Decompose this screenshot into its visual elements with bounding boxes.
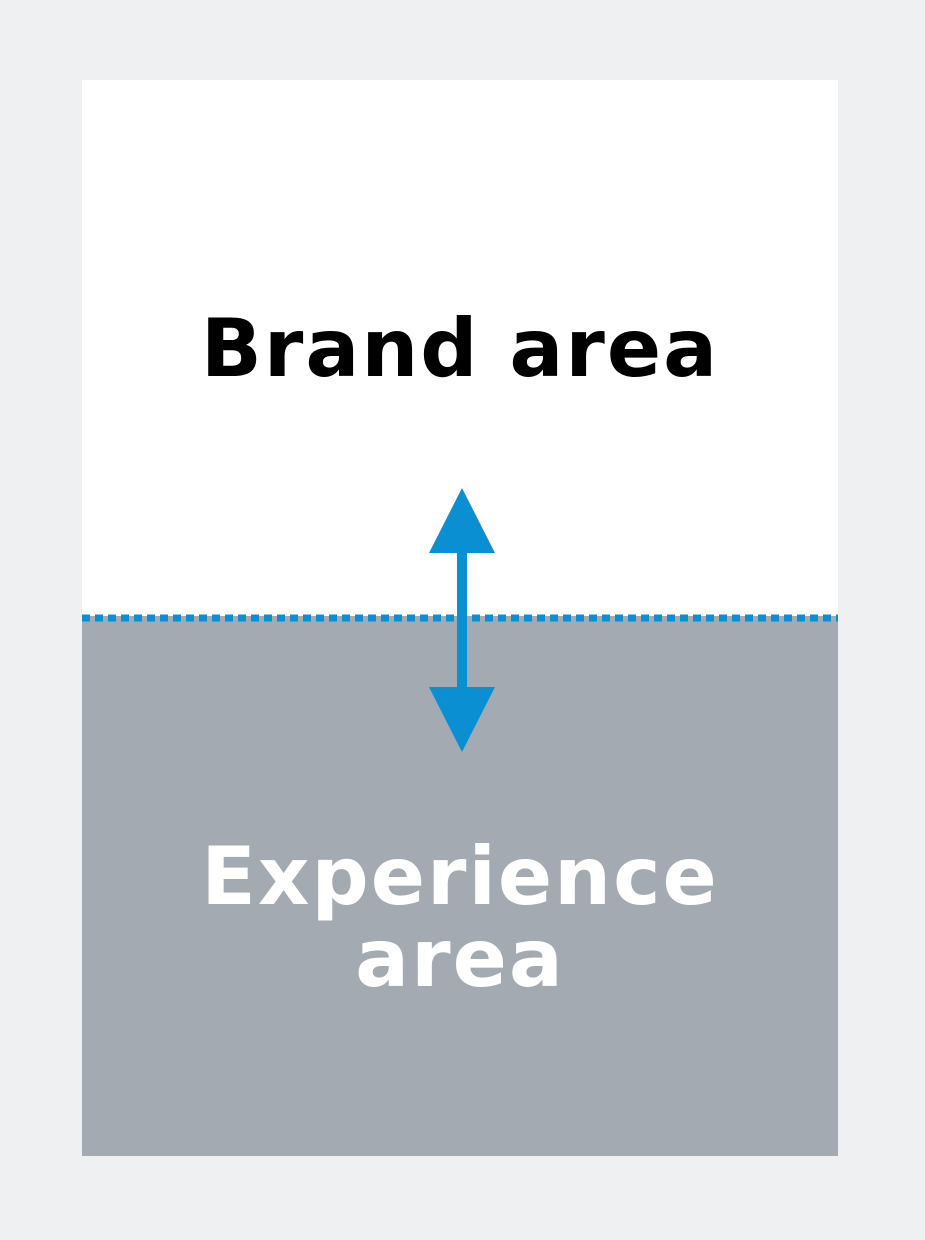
layout-panel: Brand area Experience area <box>82 80 838 1156</box>
brand-area-label: Brand area <box>200 302 720 395</box>
brand-area: Brand area <box>82 80 838 616</box>
experience-area-label: Experience area <box>201 830 719 1005</box>
experience-area: Experience area <box>82 616 838 1156</box>
